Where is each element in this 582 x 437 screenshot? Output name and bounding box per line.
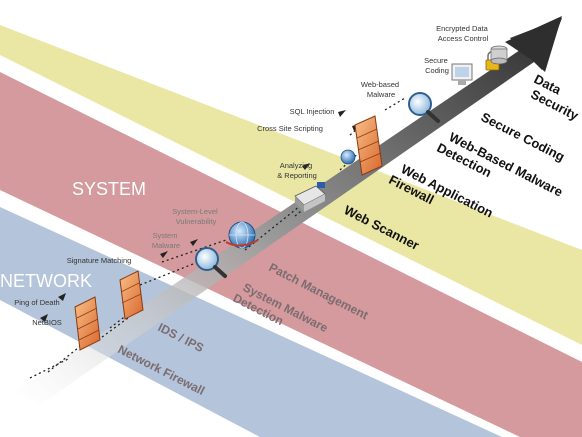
system-band-fill xyxy=(0,70,582,437)
data-security-label: Data Security xyxy=(525,71,582,123)
database-icon xyxy=(490,45,508,65)
server-icon xyxy=(294,182,326,212)
sql-injection-label: SQL Injection xyxy=(290,107,335,116)
firewall-icon xyxy=(354,115,383,176)
computer-lock-icon xyxy=(451,50,500,85)
encrypted-data-label: Encrypted Data Access Control xyxy=(436,24,490,43)
netbios-label: NetBIOS xyxy=(32,318,62,327)
secure-coding-threat-label: Secure Coding xyxy=(424,56,450,75)
band-separator xyxy=(0,0,582,250)
band-separator xyxy=(0,300,260,437)
magnifier-icon xyxy=(408,92,440,123)
analyzing-reporting-label: Analyzing & Reporting xyxy=(277,161,317,180)
cross-site-scripting-label: Cross Site Scripting xyxy=(257,124,323,133)
web-based-malware-label: Web-based Malware xyxy=(361,80,401,99)
band-separator xyxy=(0,190,520,437)
firewall-icon xyxy=(119,270,144,320)
globe-icon xyxy=(340,149,356,165)
ping-of-death-label: Ping of Death xyxy=(14,298,59,307)
system-layer-title: SYSTEM xyxy=(72,179,146,199)
arrow-head xyxy=(505,16,562,72)
system-malware-label: System Malware xyxy=(152,231,180,250)
magnifier-icon xyxy=(195,247,227,278)
firewall-icon xyxy=(74,296,101,351)
system-level-vulnerability-label: System-Level Vulnerability xyxy=(172,207,220,226)
globe-icon xyxy=(225,221,259,249)
application-layer-title: APPLICATION xyxy=(205,45,323,65)
signature-matching-label: Signature Matching xyxy=(67,256,132,265)
network-layer-title: NETWORK xyxy=(0,271,92,291)
